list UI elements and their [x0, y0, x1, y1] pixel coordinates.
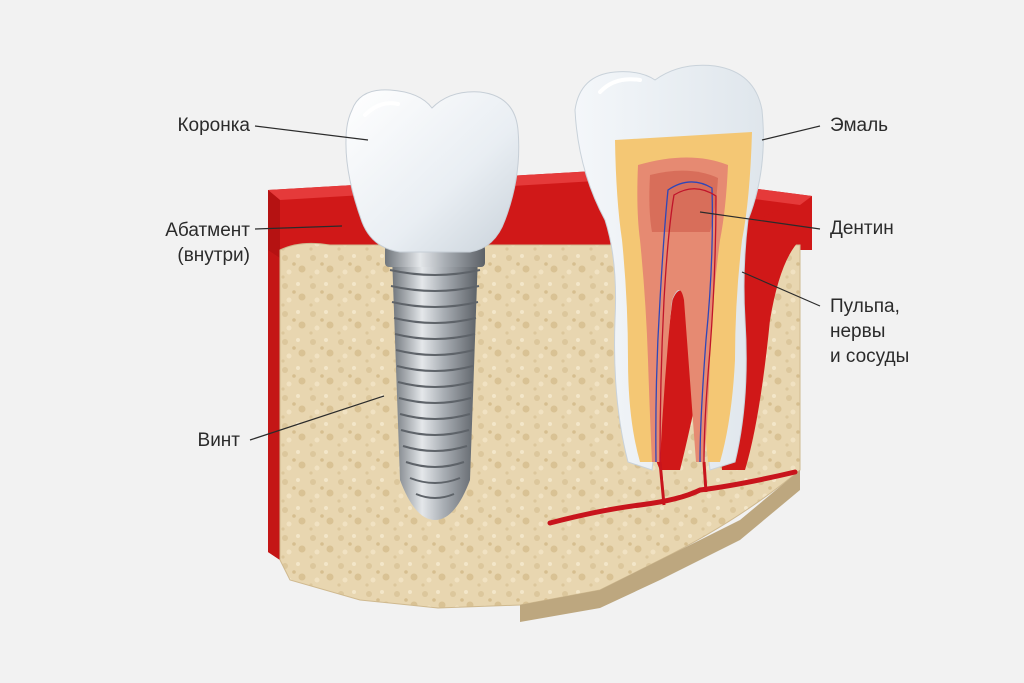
enamel-leader: [761, 125, 821, 141]
screw-leader: [249, 395, 385, 441]
label-enamel: Эмаль: [830, 115, 889, 136]
implant-crown: [345, 89, 520, 253]
pulp-leader: [741, 271, 821, 307]
label-abutment-line1: Абатмент: [165, 220, 250, 241]
crown-leader: [254, 125, 369, 141]
abutment-leader: [254, 225, 343, 230]
label-crown: Коронка: [177, 115, 250, 136]
label-pulp: Пульпа, нервы и сосуды: [830, 294, 909, 369]
label-dentin: Дентин: [830, 218, 894, 239]
label-screw: Винт: [197, 430, 240, 451]
implant-screw: [385, 245, 485, 520]
label-pulp-line3: и сосуды: [830, 346, 910, 367]
label-pulp-line2: нервы: [830, 321, 886, 342]
label-abutment: Абатмент (внутри): [110, 218, 250, 268]
dentin-leader: [699, 211, 821, 230]
leader-lines: [249, 125, 821, 441]
natural-tooth: [574, 64, 764, 471]
label-abutment-line2: (внутри): [177, 245, 250, 266]
label-pulp-line1: Пульпа,: [830, 296, 900, 317]
blood-vessel: [547, 469, 798, 526]
